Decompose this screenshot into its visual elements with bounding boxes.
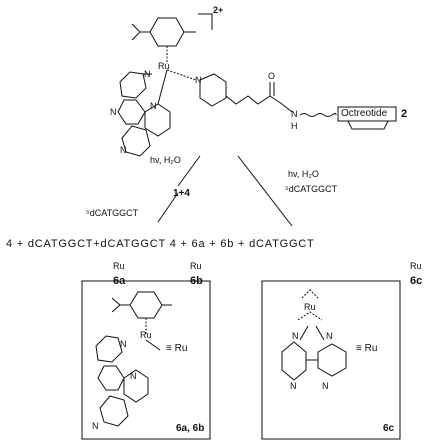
- compound-6b-label: 6b: [190, 275, 203, 287]
- left-dna-label: ⁵dCATGGCT: [86, 208, 139, 218]
- box-right-structure: [281, 289, 347, 381]
- ru-6a-label: Ru: [113, 261, 125, 271]
- right-dna-label: ⁵dCATGGCT: [285, 184, 338, 194]
- box-left-n2-label: N: [130, 371, 137, 381]
- ru-6b-label: Ru: [190, 261, 202, 271]
- right-light-label: hv, H₂O: [288, 169, 319, 179]
- n-low-label: N: [120, 145, 127, 155]
- box-left-n3-label: N: [92, 421, 99, 431]
- left-light-label: hv, H₂O: [150, 155, 181, 165]
- box-right-n2-label: N: [326, 331, 333, 341]
- cymene-ligand: [131, 13, 213, 64]
- box-right-equiv-label: ≡ Ru: [356, 343, 378, 354]
- n-upper-left-label: N: [144, 69, 151, 79]
- box-right-compound-label: 6c: [383, 423, 395, 434]
- product-equation: 4 + dCATGGCT+dCATGGCT 4 + 6a + 6b + dCAT…: [6, 238, 315, 250]
- box-left-ru-label: Ru: [140, 330, 152, 340]
- box-left-n1-label: N: [120, 339, 127, 349]
- o-label: O: [268, 71, 276, 81]
- box-right-ru-label: Ru: [304, 302, 316, 312]
- compound-2-label: 2: [401, 108, 408, 120]
- box-right-n3-label: N: [290, 381, 297, 391]
- compound-6c-label: 6c: [410, 275, 423, 287]
- pyridine-ring-right: [199, 73, 293, 113]
- ru-6c-label: Ru: [410, 261, 422, 271]
- ru-center-label: Ru: [158, 61, 170, 71]
- octreotide-label: Octreotide: [341, 108, 388, 119]
- n-left-label: N: [110, 107, 117, 117]
- n-mid-label: N: [150, 101, 157, 111]
- box-left-equiv-label: ≡ Ru: [166, 343, 188, 354]
- box-right-n4-label: N: [322, 381, 329, 391]
- box-left-compound-labels: 6a, 6b: [176, 423, 205, 434]
- box-right-frame: [261, 280, 401, 440]
- arrow-left-upper: [177, 155, 201, 187]
- arrow-right: [237, 155, 293, 227]
- compound-6a-label: 6a: [113, 275, 126, 287]
- n-amide-label: N: [291, 109, 298, 119]
- left-product-label: 1+4: [173, 188, 190, 199]
- box-left-frame: [81, 280, 211, 440]
- pyridine-ring-left: [119, 71, 152, 99]
- box-right-n1-label: N: [292, 331, 299, 341]
- bipyrimidine-core: [117, 69, 197, 157]
- arrow-left-lower: [157, 192, 179, 223]
- charge-label: 2+: [213, 5, 224, 15]
- octreotide-linker: [299, 106, 397, 130]
- box-left-structure: [95, 291, 172, 427]
- n-upper-right-label: N: [195, 75, 202, 85]
- h-amide-label: H: [291, 121, 298, 131]
